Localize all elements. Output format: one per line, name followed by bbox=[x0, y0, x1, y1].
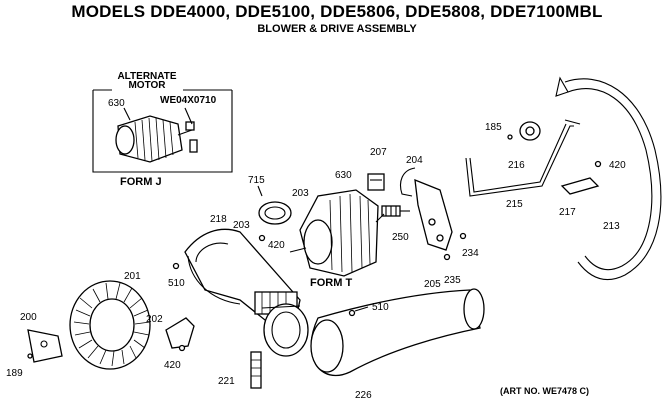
motor-mount-bracket: 204 234 235 205 bbox=[399, 155, 479, 290]
art-number: (ART NO. WE7478 C) bbox=[500, 386, 590, 396]
callout-420-b: 420 bbox=[609, 160, 626, 171]
callout-630: 630 bbox=[335, 170, 352, 181]
drive-motor: 630 FORM T bbox=[289, 170, 385, 289]
callout-420-c: 420 bbox=[164, 360, 181, 371]
callout-226: 226 bbox=[355, 390, 372, 401]
screw-510-a: 510 bbox=[168, 262, 185, 289]
callout-510-b: 510 bbox=[372, 302, 389, 313]
motor-pulley: 250 bbox=[381, 205, 410, 243]
idler-arm: 215 bbox=[465, 119, 581, 210]
callout-216: 216 bbox=[508, 160, 525, 171]
alternate-motor-inset: ALTERNATE MOTOR WE04X0710 630 FORM J bbox=[92, 71, 233, 188]
drum-ring: 213 bbox=[555, 76, 662, 281]
callout-218: 218 bbox=[210, 214, 227, 225]
callout-420-a: 420 bbox=[268, 240, 285, 251]
exhaust-duct: 226 bbox=[310, 288, 485, 401]
seal-strip: 221 bbox=[218, 351, 262, 389]
motor-clamp: 715 203 203 420 bbox=[233, 175, 309, 251]
callout-189: 189 bbox=[6, 368, 23, 379]
callout-221: 221 bbox=[218, 376, 235, 387]
inset-heading-line1: ALTERNATE bbox=[117, 71, 176, 82]
callout-200: 200 bbox=[20, 312, 37, 323]
inset-form-label: FORM J bbox=[120, 176, 162, 188]
idler-bracket: 420 217 bbox=[559, 160, 626, 218]
callout-213: 213 bbox=[603, 221, 620, 232]
callout-630-inset: 630 bbox=[108, 98, 125, 109]
blower-clip: 202 420 bbox=[146, 314, 195, 371]
idler-pulley: 185 216 bbox=[485, 121, 541, 171]
alternate-motor bbox=[115, 107, 198, 163]
callout-202: 202 bbox=[146, 314, 163, 325]
form-t-label: FORM T bbox=[310, 277, 352, 289]
blower-wheel: 201 bbox=[69, 271, 151, 370]
callout-185: 185 bbox=[485, 122, 502, 133]
screw-510-b: 510 bbox=[348, 302, 389, 317]
callout-201: 201 bbox=[124, 271, 141, 282]
callout-235: 235 bbox=[444, 275, 461, 286]
callout-203-a: 203 bbox=[292, 188, 309, 199]
callout-234: 234 bbox=[462, 248, 479, 259]
callout-203-b: 203 bbox=[233, 220, 250, 231]
callout-250: 250 bbox=[392, 232, 409, 243]
connector-duct bbox=[261, 303, 309, 357]
callout-205: 205 bbox=[424, 279, 441, 290]
motor-switch: 207 bbox=[367, 147, 387, 191]
page-subtitle: BLOWER & DRIVE ASSEMBLY bbox=[257, 23, 417, 35]
blower-seal: 200 189 bbox=[6, 312, 63, 379]
callout-510-a: 510 bbox=[168, 278, 185, 289]
page-title: MODELS DDE4000, DDE5100, DDE5806, DDE580… bbox=[71, 2, 603, 21]
callout-207: 207 bbox=[370, 147, 387, 158]
callout-215: 215 bbox=[506, 199, 523, 210]
callout-715: 715 bbox=[248, 175, 265, 186]
callout-204: 204 bbox=[406, 155, 423, 166]
callout-217: 217 bbox=[559, 207, 576, 218]
inset-heading-line2: MOTOR bbox=[128, 80, 166, 91]
inset-part-number: WE04X0710 bbox=[160, 95, 217, 106]
